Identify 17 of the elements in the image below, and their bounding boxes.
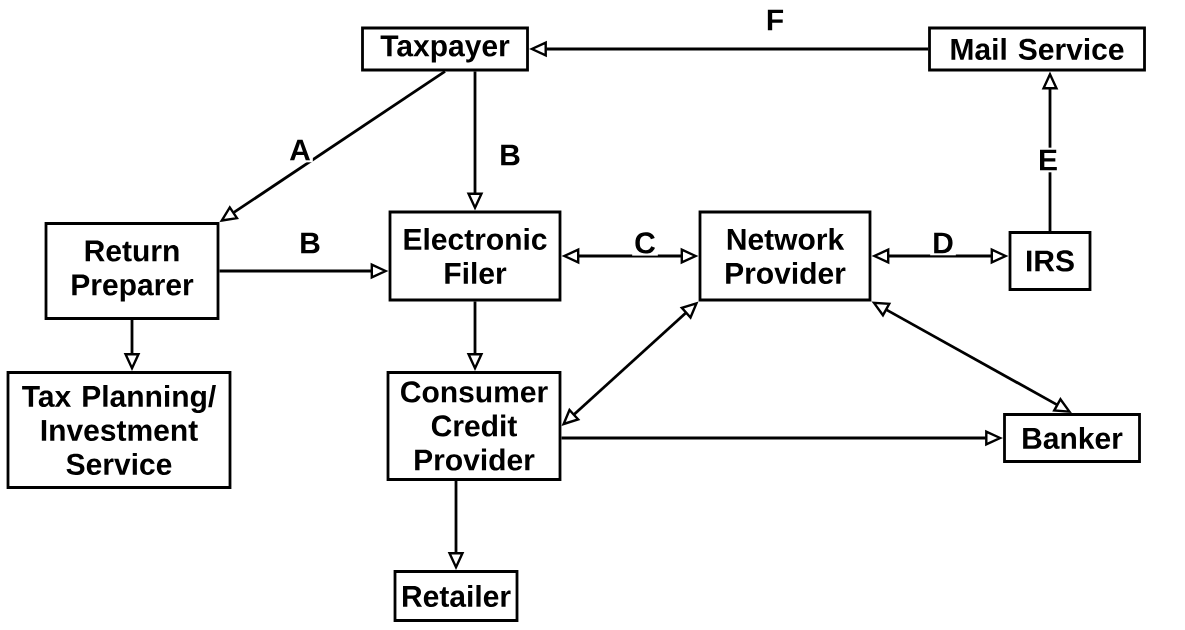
process-box: Mail Service bbox=[928, 26, 1146, 72]
edge-label: F bbox=[763, 7, 787, 33]
edge-label: D bbox=[930, 230, 956, 256]
edge-label: C bbox=[632, 230, 658, 256]
edge-label: B bbox=[297, 230, 323, 256]
edge-label: A bbox=[287, 137, 313, 163]
process-box: Network Provider bbox=[698, 210, 872, 302]
process-box: IRS bbox=[1008, 231, 1092, 291]
edge-label: B bbox=[497, 142, 523, 168]
process-box: Consumer Credit Provider bbox=[386, 371, 562, 481]
process-box: Retailer bbox=[393, 570, 519, 622]
process-box: Electronic Filer bbox=[388, 210, 562, 302]
process-box: Return Preparer bbox=[44, 222, 220, 320]
process-box: Taxpayer bbox=[361, 26, 529, 72]
edge-label: E bbox=[1036, 147, 1060, 173]
process-box: Banker bbox=[1003, 413, 1141, 463]
process-box: Tax Planning/ Investment Service bbox=[6, 371, 232, 489]
